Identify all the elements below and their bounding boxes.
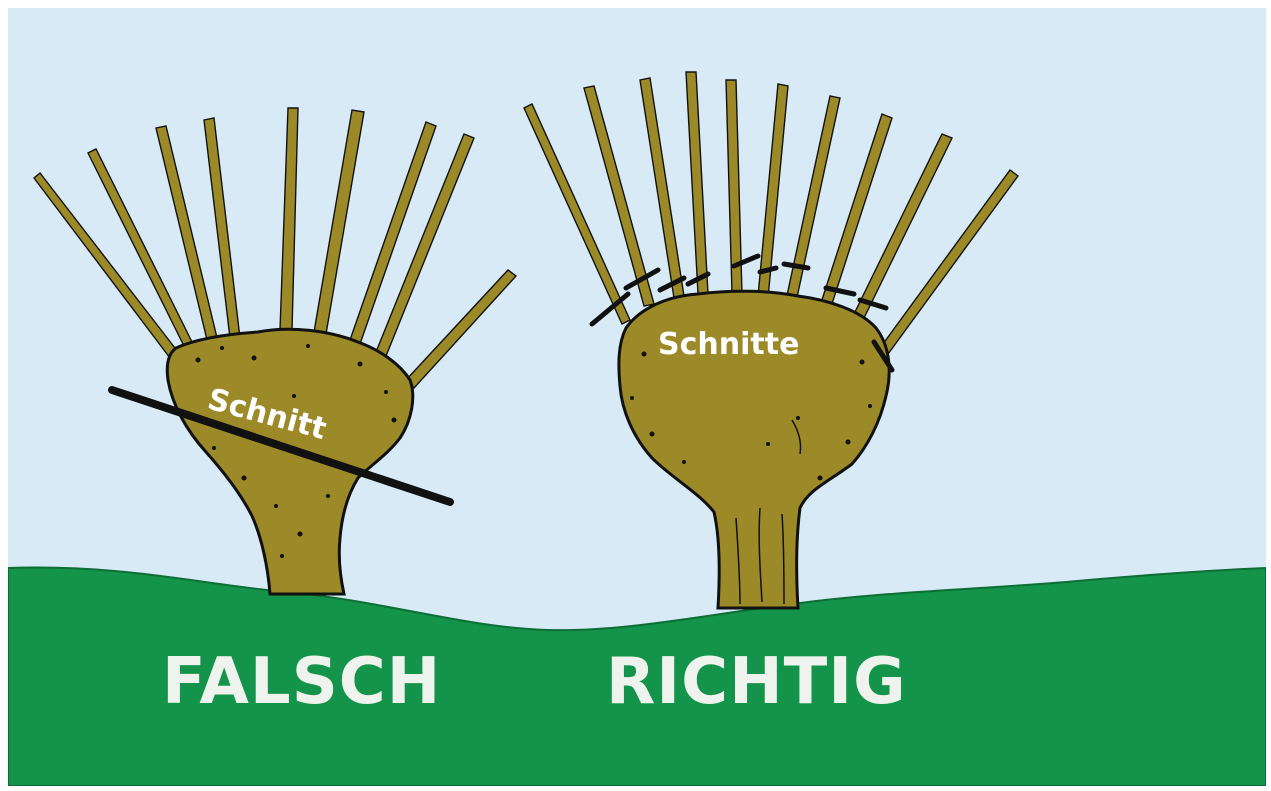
illustration-frame: Schnitt	[8, 8, 1266, 786]
right-cut-label: Schnitte	[658, 327, 799, 362]
falsch-label: FALSCH	[162, 650, 441, 714]
richtig-label: RICHTIG	[606, 650, 907, 714]
